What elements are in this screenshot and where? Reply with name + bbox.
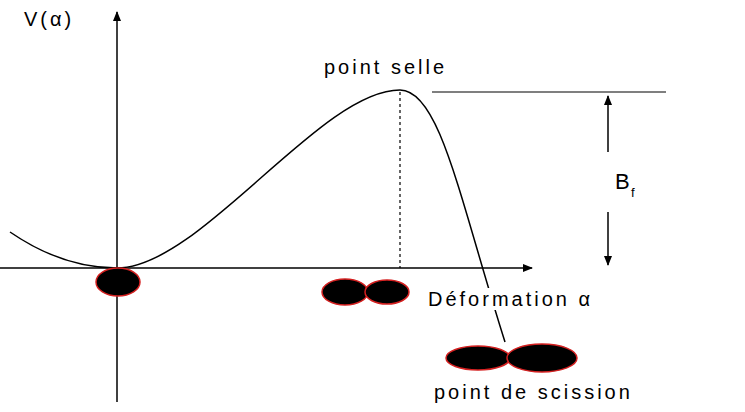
barrier-top-line [432,91,666,92]
point-label: point de scission [432,381,635,403]
nucleus-spherical [96,268,140,296]
y-axis [116,12,118,402]
fragment-right [507,344,577,372]
point-label: point selle [322,56,449,78]
axis-label: V(α) [22,8,76,30]
fragment-left [446,346,510,370]
axis-label: Déformation α [426,288,595,310]
barrier-subscript: f [629,186,637,200]
barrier-arrow-down [607,212,609,265]
nucleus-saddle-left [322,279,368,305]
nucleus-saddle-right [365,280,409,304]
x-axis [0,267,532,269]
saddle-dotted-line [399,92,400,268]
barrier-arrow-up [607,96,609,152]
